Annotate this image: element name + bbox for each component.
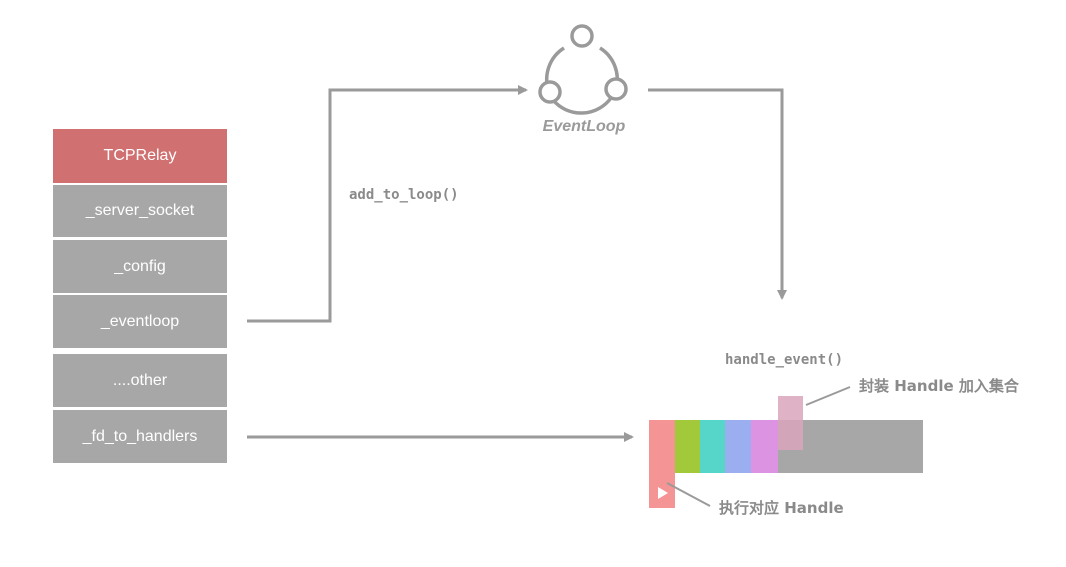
queue-segment-3 xyxy=(700,420,725,473)
queue-segment-2 xyxy=(675,420,700,473)
add-to-loop-arrow xyxy=(247,85,528,323)
field-server-socket: _server_socket xyxy=(53,185,227,237)
add-to-loop-label: add_to_loop() xyxy=(349,187,459,203)
wrap-handle-leader xyxy=(805,386,851,406)
field-other: ....other xyxy=(53,354,227,407)
field-eventloop: _eventloop xyxy=(53,295,227,348)
queue-segment-5 xyxy=(751,420,778,473)
queue-new-item xyxy=(778,396,803,450)
eventloop-label: EventLoop xyxy=(542,118,626,135)
exec-handle-leader xyxy=(666,482,711,507)
queue-segment-4 xyxy=(725,420,751,473)
exec-handle-note: 执行对应 Handle xyxy=(719,499,844,517)
play-icon xyxy=(658,487,668,499)
field-fd-to-handlers: _fd_to_handlers xyxy=(53,410,227,463)
handle-event-arrow xyxy=(648,88,787,300)
wrap-handle-note: 封装 Handle 加入集合 xyxy=(859,377,1019,395)
field-config: _config xyxy=(53,240,227,293)
cycle-icon xyxy=(538,24,628,115)
tcprelay-title: TCPRelay xyxy=(53,129,227,183)
handle-event-label: handle_event() xyxy=(725,352,844,368)
handler-queue xyxy=(649,396,923,508)
